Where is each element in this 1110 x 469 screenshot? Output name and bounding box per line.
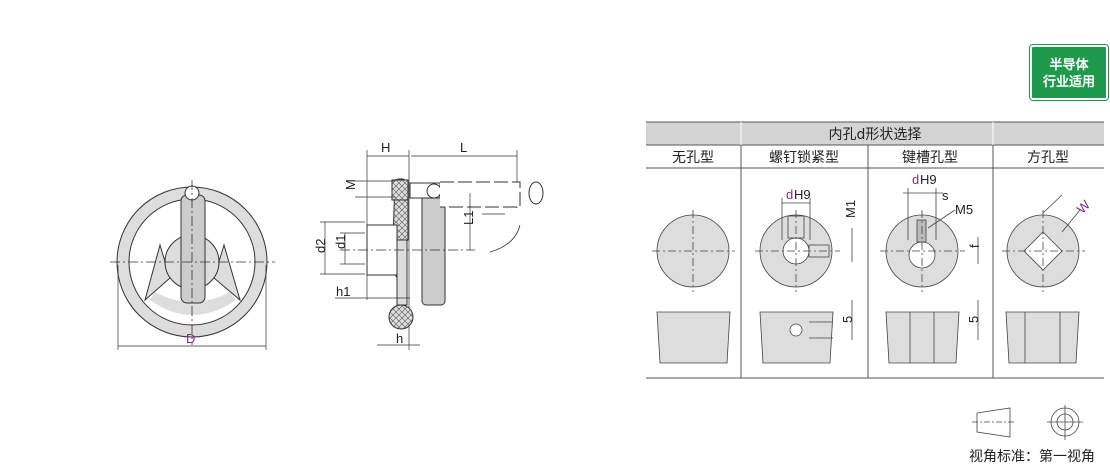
dim-L: L [460, 140, 467, 155]
column-no-bore: 无孔型 [672, 150, 714, 166]
dim-d1: d1 [333, 235, 348, 249]
label-5-keyway: 5 [966, 316, 981, 323]
label-M1: M1 [843, 200, 858, 218]
dim-M: M [343, 179, 358, 190]
semiconductor-industry-badge: 半导体 行业适用 [1029, 44, 1109, 101]
column-keyway: 键槽孔型 [902, 150, 958, 166]
dim-L1: L1 [461, 211, 476, 225]
handwheel-front-view [110, 180, 275, 350]
label-5-setscrew: 5 [840, 316, 855, 323]
label-h9-keyway: H9 [920, 172, 937, 187]
dim-h: h [396, 331, 403, 346]
dim-h1: h1 [336, 284, 350, 299]
first-angle-projection-icon [972, 405, 1083, 440]
dim-d2: d2 [313, 239, 328, 253]
bore-type-table [646, 121, 1104, 379]
dim-H: H [381, 140, 390, 155]
bore-type-drawings [652, 188, 1085, 364]
column-set-screw: 螺钉锁紧型 [769, 150, 839, 166]
table-title: 内孔d形状选择 [829, 127, 922, 143]
label-h9: H9 [794, 187, 811, 202]
badge-line2: 行业适用 [1042, 75, 1095, 90]
label-d-keyway: d [912, 172, 919, 187]
label-d: d [786, 187, 793, 202]
handwheel-side-view [320, 150, 544, 350]
label-s: s [942, 188, 949, 203]
projection-label: 视角标准：第一视角 [969, 448, 1095, 465]
column-square-bore: 方孔型 [1027, 150, 1069, 166]
label-f: f [967, 244, 982, 248]
badge-line1: 半导体 [1049, 58, 1089, 73]
dim-D: D [186, 331, 195, 346]
label-M5: M5 [955, 202, 973, 217]
